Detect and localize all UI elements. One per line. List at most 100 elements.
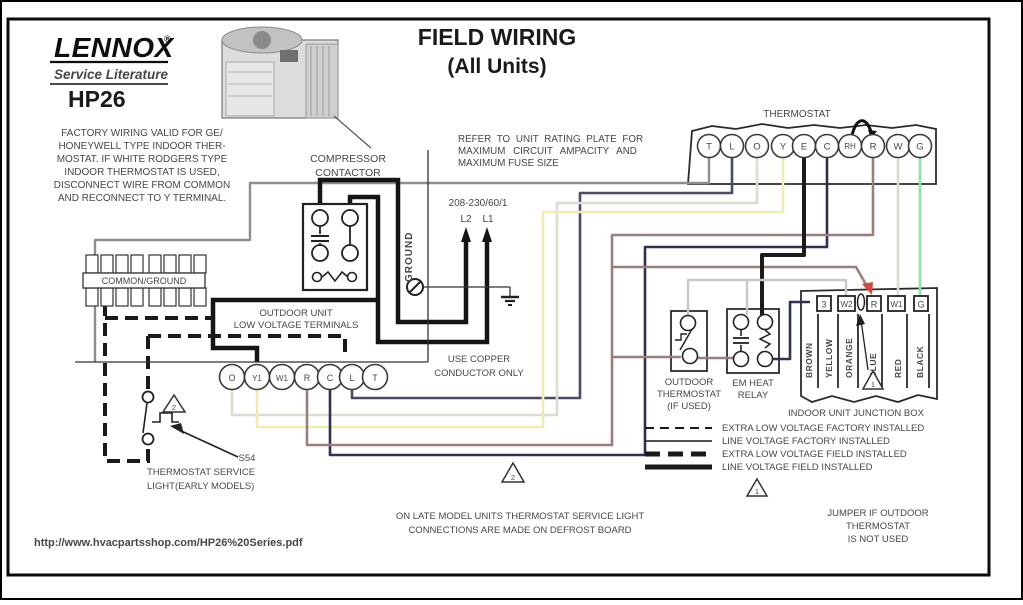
em-heat-relay: EM HEAT RELAY [732, 313, 774, 401]
junction-box-internals: BROWN YELLOW ORANGE BLUE RED BLACK 1 3 W… [788, 293, 930, 419]
service-literature-label: Service Literature [54, 67, 169, 82]
strip-tooth [163, 287, 177, 307]
junction-box [800, 287, 938, 403]
wire-color-label: BLACK [915, 345, 925, 378]
strip-tooth [178, 287, 192, 307]
jumper-note-line: JUMPER IF OUTDOOR [827, 508, 928, 519]
red-arrowhead [862, 282, 873, 295]
terminal-letter: G [916, 142, 923, 153]
outdoor-thermostat-label: OUTDOOR [665, 377, 714, 388]
outdoor-terminals-label: LOW VOLTAGE TERMINALS [234, 320, 359, 331]
outdoor-thermostat: OUTDOOR THERMOSTAT (IF USED) [657, 314, 721, 412]
defrost-note-line: ON LATE MODEL UNITS THERMOSTAT SERVICE L… [396, 511, 644, 522]
outdoor-thermostat-label: THERMOSTAT [657, 389, 721, 400]
wire-o-white [230, 158, 759, 417]
legend-label: LINE VOLTAGE FIELD INSTALLED [722, 462, 873, 473]
wire-color-label: BLUE [868, 353, 878, 378]
junction-terminals: 3 W2 R W1 G [816, 295, 929, 312]
terminal-letter: R [304, 373, 311, 383]
contactor-pole [341, 209, 359, 227]
strip-tooth [148, 254, 162, 274]
thermostat: THERMOSTAT T L O Y E C RH R W G [696, 108, 933, 159]
strip-tooth [100, 287, 114, 307]
strip-tooth [115, 287, 129, 307]
terminal-letter: Y [780, 142, 787, 153]
contactor-coil-terminal [346, 271, 358, 283]
strip-tooth [85, 254, 99, 274]
contactor-pole [341, 244, 359, 262]
s54-label: S54 [239, 453, 256, 464]
terminal-circle-L [719, 133, 745, 159]
l1-label: L1 [482, 214, 494, 225]
strip-tooth [130, 254, 144, 274]
terminal-letter: T [706, 142, 712, 153]
legend-label: EXTRA LOW VOLTAGE FACTORY INSTALLED [722, 423, 924, 434]
jumper-note-line: THERMOSTAT [846, 521, 910, 532]
wire-color-label: BROWN [804, 342, 814, 378]
triangle-number: 2 [511, 473, 515, 482]
common-ground-strip: COMMON/GROUND [82, 254, 207, 307]
switch-step-icon [152, 412, 179, 423]
terminal-square-R [866, 295, 882, 312]
triangle1-pointer-arrowhead [856, 314, 865, 326]
note-line: MAXIMUM FUSE SIZE [458, 158, 559, 169]
ground-label: GROUND [404, 232, 415, 282]
compressor-block [280, 50, 298, 62]
strip-tooth [163, 254, 177, 274]
wire-r-brown-to-junction [612, 265, 870, 289]
strip-tooth [178, 254, 192, 274]
sheet-border [6, 17, 991, 577]
terminal-circle-R [860, 133, 886, 159]
triangle-number: 1 [871, 380, 875, 389]
relay-terminal [756, 313, 774, 331]
outdoor-unit-terminals: OUTDOOR UNIT LOW VOLTAGE TERMINALS O Y1 … [218, 307, 389, 391]
ground-slash-icon [408, 280, 422, 294]
wire-navy-relay-to-junction [772, 300, 810, 361]
note-line: MOSTAT. IF WHITE RODGERS TYPE [57, 154, 228, 165]
warning-triangle-icon [500, 461, 526, 483]
terminal-letter: RH [844, 142, 856, 151]
wire-y-yellow [255, 158, 785, 429]
terminal-square-G [913, 295, 929, 312]
terminal-letter: W1 [276, 374, 289, 383]
strip-label-box [82, 272, 206, 289]
strip-tooth [85, 287, 99, 307]
terminal-letter: W2 [841, 300, 854, 309]
contactor-pole [311, 209, 329, 227]
wire-color-label: RED [893, 359, 903, 378]
condenser-unit-image [221, 26, 372, 149]
contactor-label: CONTACTOR [315, 167, 381, 179]
wire-lightgray-run [686, 278, 848, 316]
s54-pointer-line [176, 428, 239, 458]
s54-pointer-arrowhead [170, 423, 184, 434]
note-line: CONDUCTOR ONLY [434, 368, 524, 379]
terminal-letter: L [349, 373, 354, 383]
switch-terminal [141, 432, 155, 446]
terminal-letter: R [871, 300, 878, 310]
common-ground-label: COMMON/GROUND [102, 276, 187, 286]
contactor-label: COMPRESSOR [310, 153, 386, 165]
relay-coil-zigzag-icon [758, 329, 772, 349]
outdoor-thermostat-label: (IF USED) [667, 401, 711, 412]
wire-l-slate [350, 158, 734, 400]
terminal-letter: E [801, 142, 807, 153]
switch-terminal [141, 390, 155, 404]
switch-blade [142, 402, 148, 434]
l2-arrowhead [461, 227, 471, 242]
factory-wiring-note: FACTORY WIRING VALID FOR GE/ HONEYWELL T… [54, 128, 230, 204]
terminal-letter: Y1 [252, 374, 262, 383]
dashed-wire-common-to-switch [103, 303, 150, 463]
em-heat-relay-label: RELAY [738, 390, 769, 401]
registered-mark: ® [164, 34, 171, 44]
defrost-note-line: CONNECTIONS ARE MADE ON DEFROST BOARD [408, 525, 631, 536]
terminal-circle-T [361, 363, 389, 391]
photo-leader-line [333, 115, 372, 149]
terminal-circle-G [907, 133, 933, 159]
page-title: FIELD WIRING [418, 24, 576, 50]
line-voltage-wire-branch [210, 297, 378, 362]
terminal-letter: L [729, 142, 734, 153]
terminal-letter: O [753, 142, 760, 153]
wire-color-label: ORANGE [844, 338, 854, 378]
note-line: AND RECONNECT TO Y TERMINAL. [58, 193, 226, 204]
